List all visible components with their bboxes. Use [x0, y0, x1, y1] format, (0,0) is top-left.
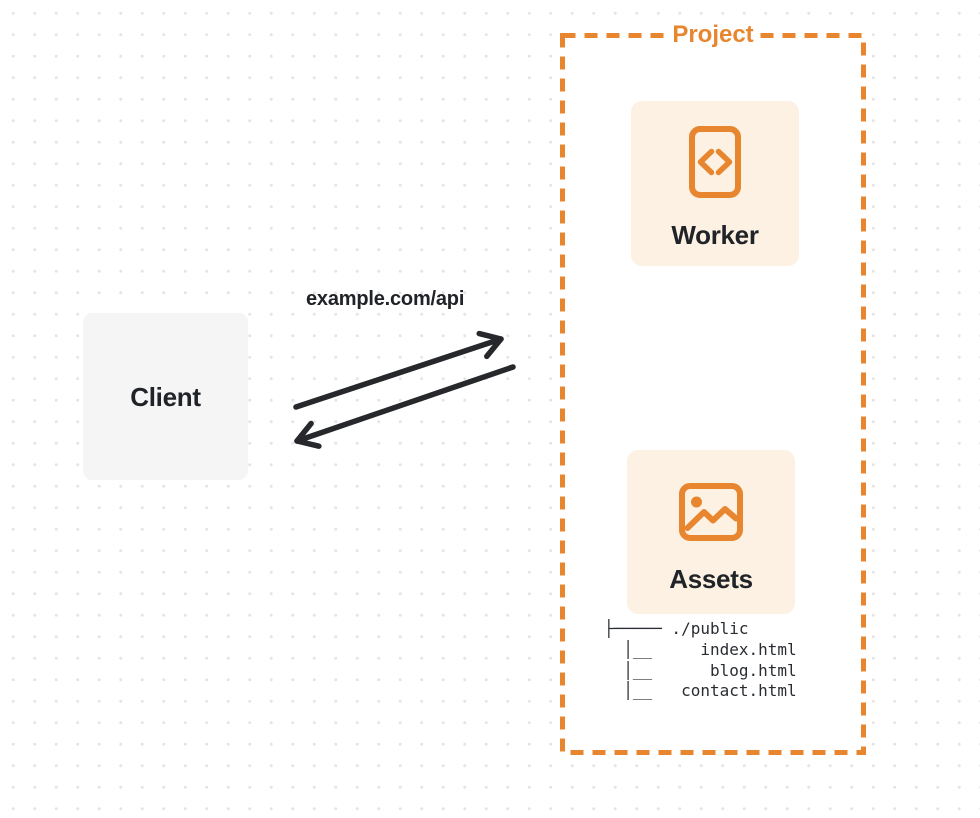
request-url-label: example.com/api	[306, 288, 465, 310]
assets-file-tree: ├───── ./public │__ index.html │__ blog.…	[604, 619, 797, 701]
client-label: Client	[130, 381, 201, 412]
assets-node: Assets	[627, 450, 795, 614]
worker-node: Worker	[631, 101, 799, 266]
response-arrow	[294, 364, 516, 449]
code-file-icon	[689, 126, 741, 198]
request-arrow	[293, 330, 504, 410]
worker-label: Worker	[671, 220, 759, 250]
client-node: Client	[83, 313, 248, 480]
image-icon	[679, 483, 743, 541]
assets-label: Assets	[669, 564, 753, 594]
project-label: Project	[665, 20, 761, 49]
project-dashed-border	[560, 33, 866, 755]
